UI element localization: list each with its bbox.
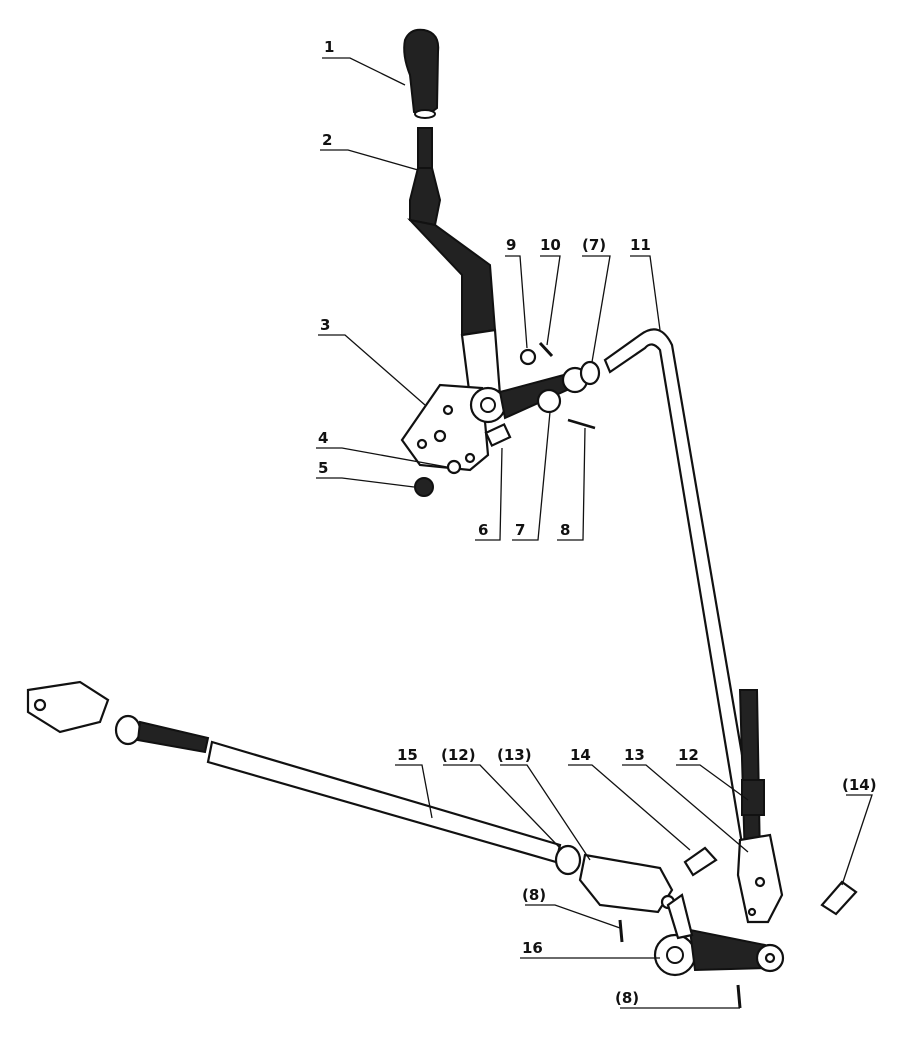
fork-end-13b [578,853,676,914]
callout-2: 2 [322,131,332,149]
callout-14-ref: (14) [842,776,877,794]
bolt [484,422,512,448]
callout-6: 6 [478,521,488,539]
mounting-plate [400,383,490,472]
callout-7-ref: (7) [582,236,606,254]
washer-7b [579,360,601,386]
callout-12: 12 [678,746,699,764]
callout-7: 7 [515,521,525,539]
callout-12-ref: (12) [441,746,476,764]
fork-end-13 [736,833,784,924]
leader-lines [316,57,873,1009]
callout-8-ref-2: (8) [615,989,639,1007]
callout-11: 11 [630,236,651,254]
rod-15 [26,680,582,876]
washer-7 [536,388,562,414]
callout-15: 15 [397,746,418,764]
callout-16: 16 [522,939,543,957]
washer-9 [519,348,537,366]
callout-9: 9 [506,236,516,254]
split-pin-8c [736,984,742,1009]
relay-lever-16 [653,893,785,977]
clevis-pin-14b [820,880,858,916]
pin-8 [567,418,596,430]
split-pin-8b [618,919,624,943]
nut [414,477,434,497]
callout-5: 5 [318,459,328,477]
callout-13-ref: (13) [497,746,532,764]
callout-10: 10 [540,236,561,254]
cross-rod-11 [603,328,765,864]
callout-13: 13 [624,746,645,764]
washer [446,459,462,475]
callout-8-ref: (8) [522,886,546,904]
callout-4: 4 [318,429,328,447]
clevis-pin-14 [683,846,718,877]
split-pin-10 [538,341,554,358]
callout-1: 1 [324,38,334,56]
callout-3: 3 [320,316,330,334]
callout-14: 14 [570,746,591,764]
gear-knob [403,28,440,119]
callout-8: 8 [560,521,570,539]
gear-lever [407,127,502,400]
